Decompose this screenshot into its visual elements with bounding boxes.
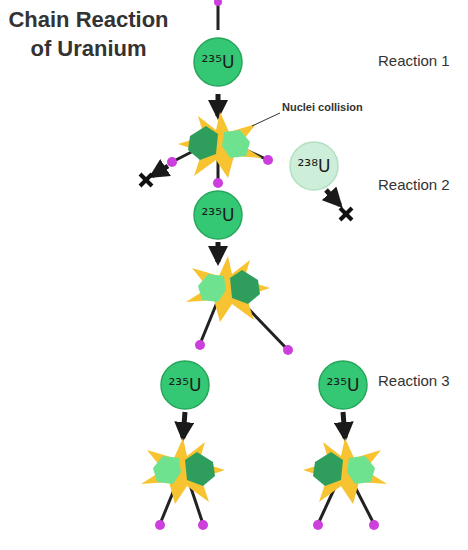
fission-burst bbox=[178, 112, 262, 178]
arrows bbox=[152, 94, 345, 438]
isotope-label: ²³⁵U bbox=[160, 360, 210, 410]
reaction-label: Reaction 1 bbox=[378, 52, 450, 69]
nucleus-circle: ²³⁵U bbox=[160, 360, 210, 410]
neutron-lines bbox=[160, 0, 374, 524]
fission-burst bbox=[303, 438, 387, 504]
isotope-label: ²³⁵U bbox=[193, 37, 243, 87]
isotope-label: ²³⁸U bbox=[289, 141, 339, 191]
isotope-label: ²³⁵U bbox=[318, 360, 368, 410]
fission-burst bbox=[141, 438, 225, 504]
callout-label: Nuclei collision bbox=[282, 101, 363, 113]
neutrons bbox=[155, 0, 379, 530]
reaction-label: Reaction 3 bbox=[378, 372, 450, 389]
nucleus-circle: ²³⁵U bbox=[193, 37, 243, 87]
isotope-label: ²³⁵U bbox=[193, 190, 243, 240]
nucleus-circle: ²³⁸U bbox=[289, 141, 339, 191]
nucleus-circle: ²³⁵U bbox=[193, 190, 243, 240]
fission-burst bbox=[186, 256, 270, 322]
leader-line bbox=[252, 113, 280, 126]
nucleus-circle: ²³⁵U bbox=[318, 360, 368, 410]
reaction-label: Reaction 2 bbox=[378, 176, 450, 193]
diagram-title: Chain Reaction of Uranium bbox=[6, 6, 171, 63]
